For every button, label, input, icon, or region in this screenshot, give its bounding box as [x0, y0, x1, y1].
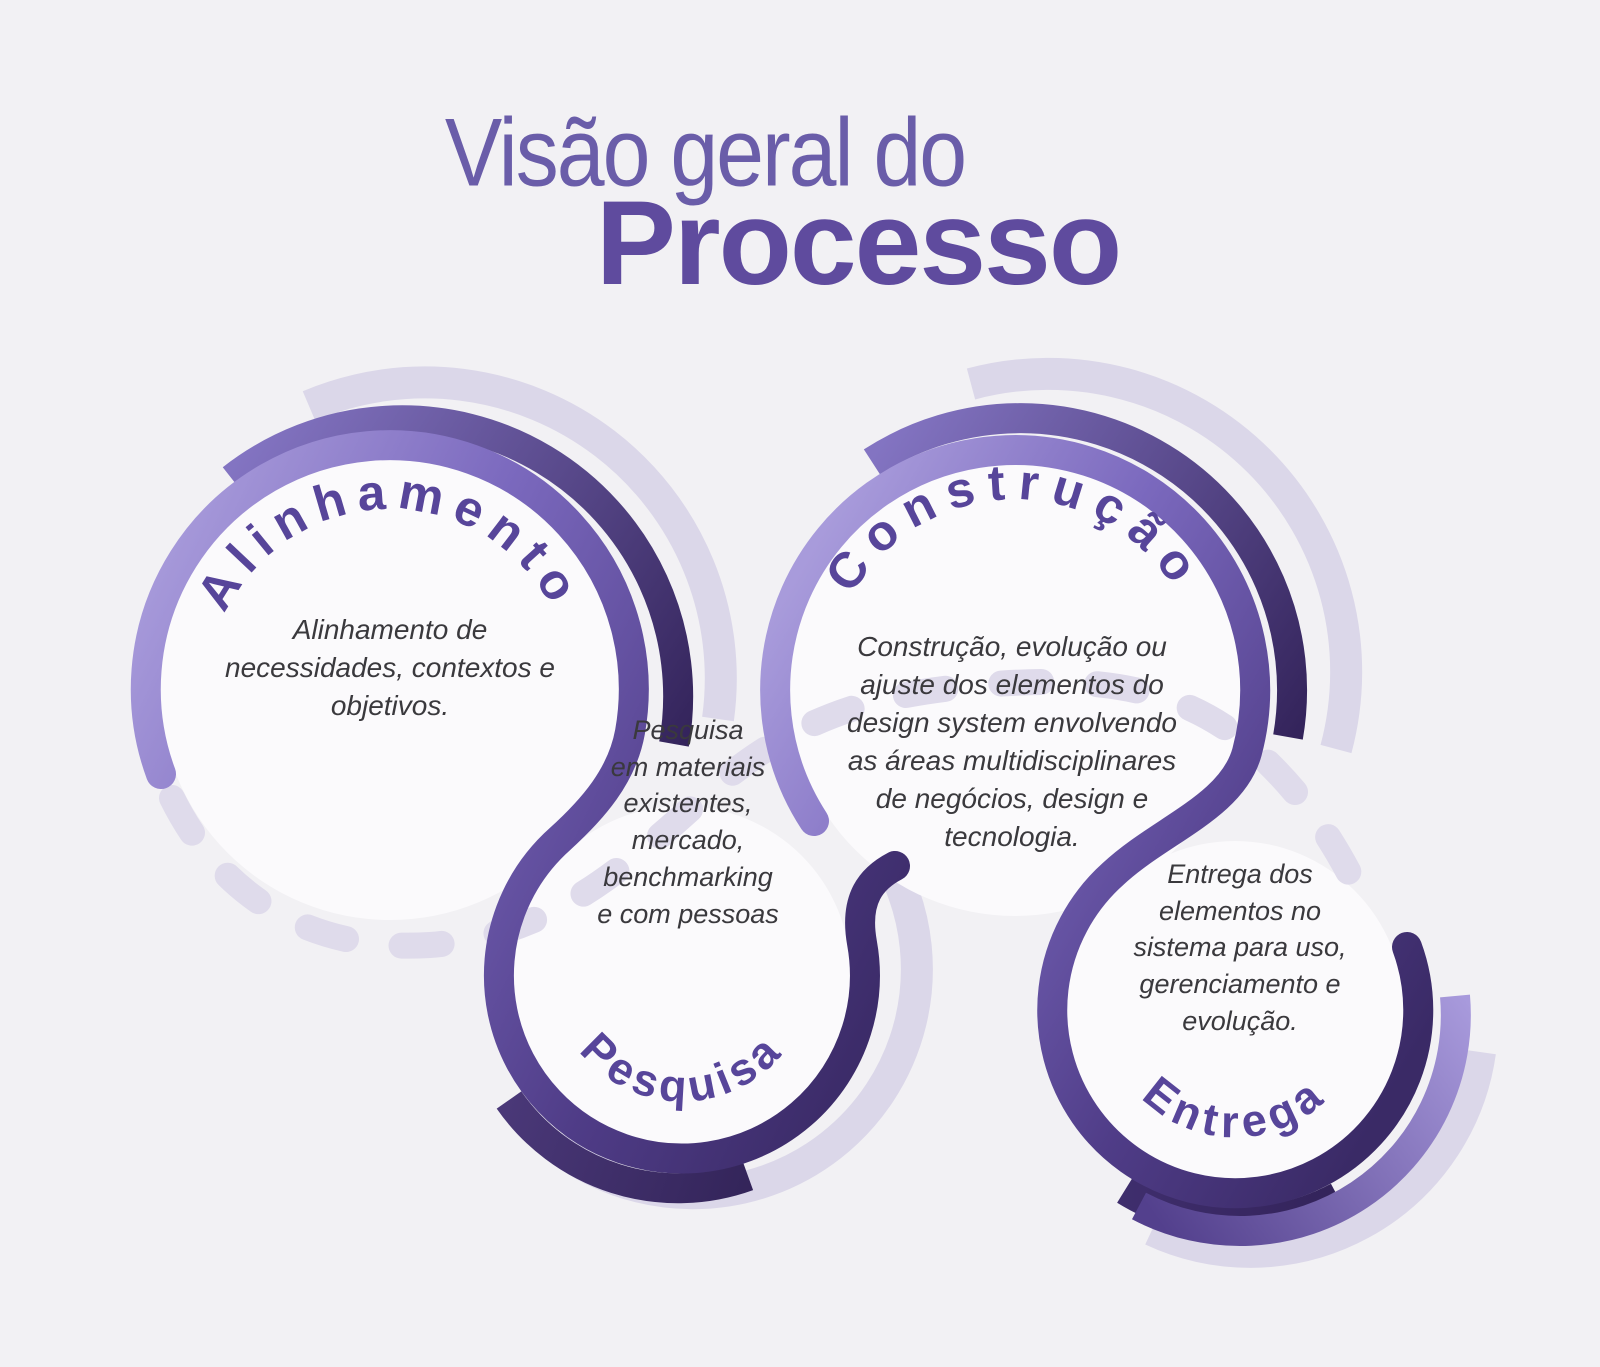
page-title-line1: Visão geral do	[444, 99, 967, 207]
construcao-pale-echo-arc	[966, 357, 1363, 754]
entrega-pale-echo-arc	[1145, 1049, 1496, 1268]
alinhamento-circle	[160, 460, 620, 920]
construcao-entrega-ribbon	[760, 435, 1434, 1209]
alinhamento-description: Alinhamento de necessidades, contextos e…	[225, 613, 555, 722]
construcao-description: Construção, evolução ou ajuste dos eleme…	[847, 630, 1177, 853]
alinhamento-pale-echo-arc	[302, 366, 737, 722]
alinhamento-pesquisa-ribbon	[130, 430, 910, 1174]
alinhamento-dark-echo-arc	[222, 405, 694, 747]
entrega-description: Entrega dos elementos no sistema para us…	[1133, 859, 1347, 1037]
page-title-line2: Processo	[595, 176, 1122, 310]
entrega-circle	[1066, 841, 1404, 1179]
pesquisa-description: Pesquisa em materiais existentes, mercad…	[597, 714, 779, 929]
entrega-mid-echo-arc	[1132, 994, 1471, 1246]
construcao-dark-echo-arc	[863, 403, 1307, 740]
pesquisa-dark-echo-arc	[496, 1091, 754, 1204]
